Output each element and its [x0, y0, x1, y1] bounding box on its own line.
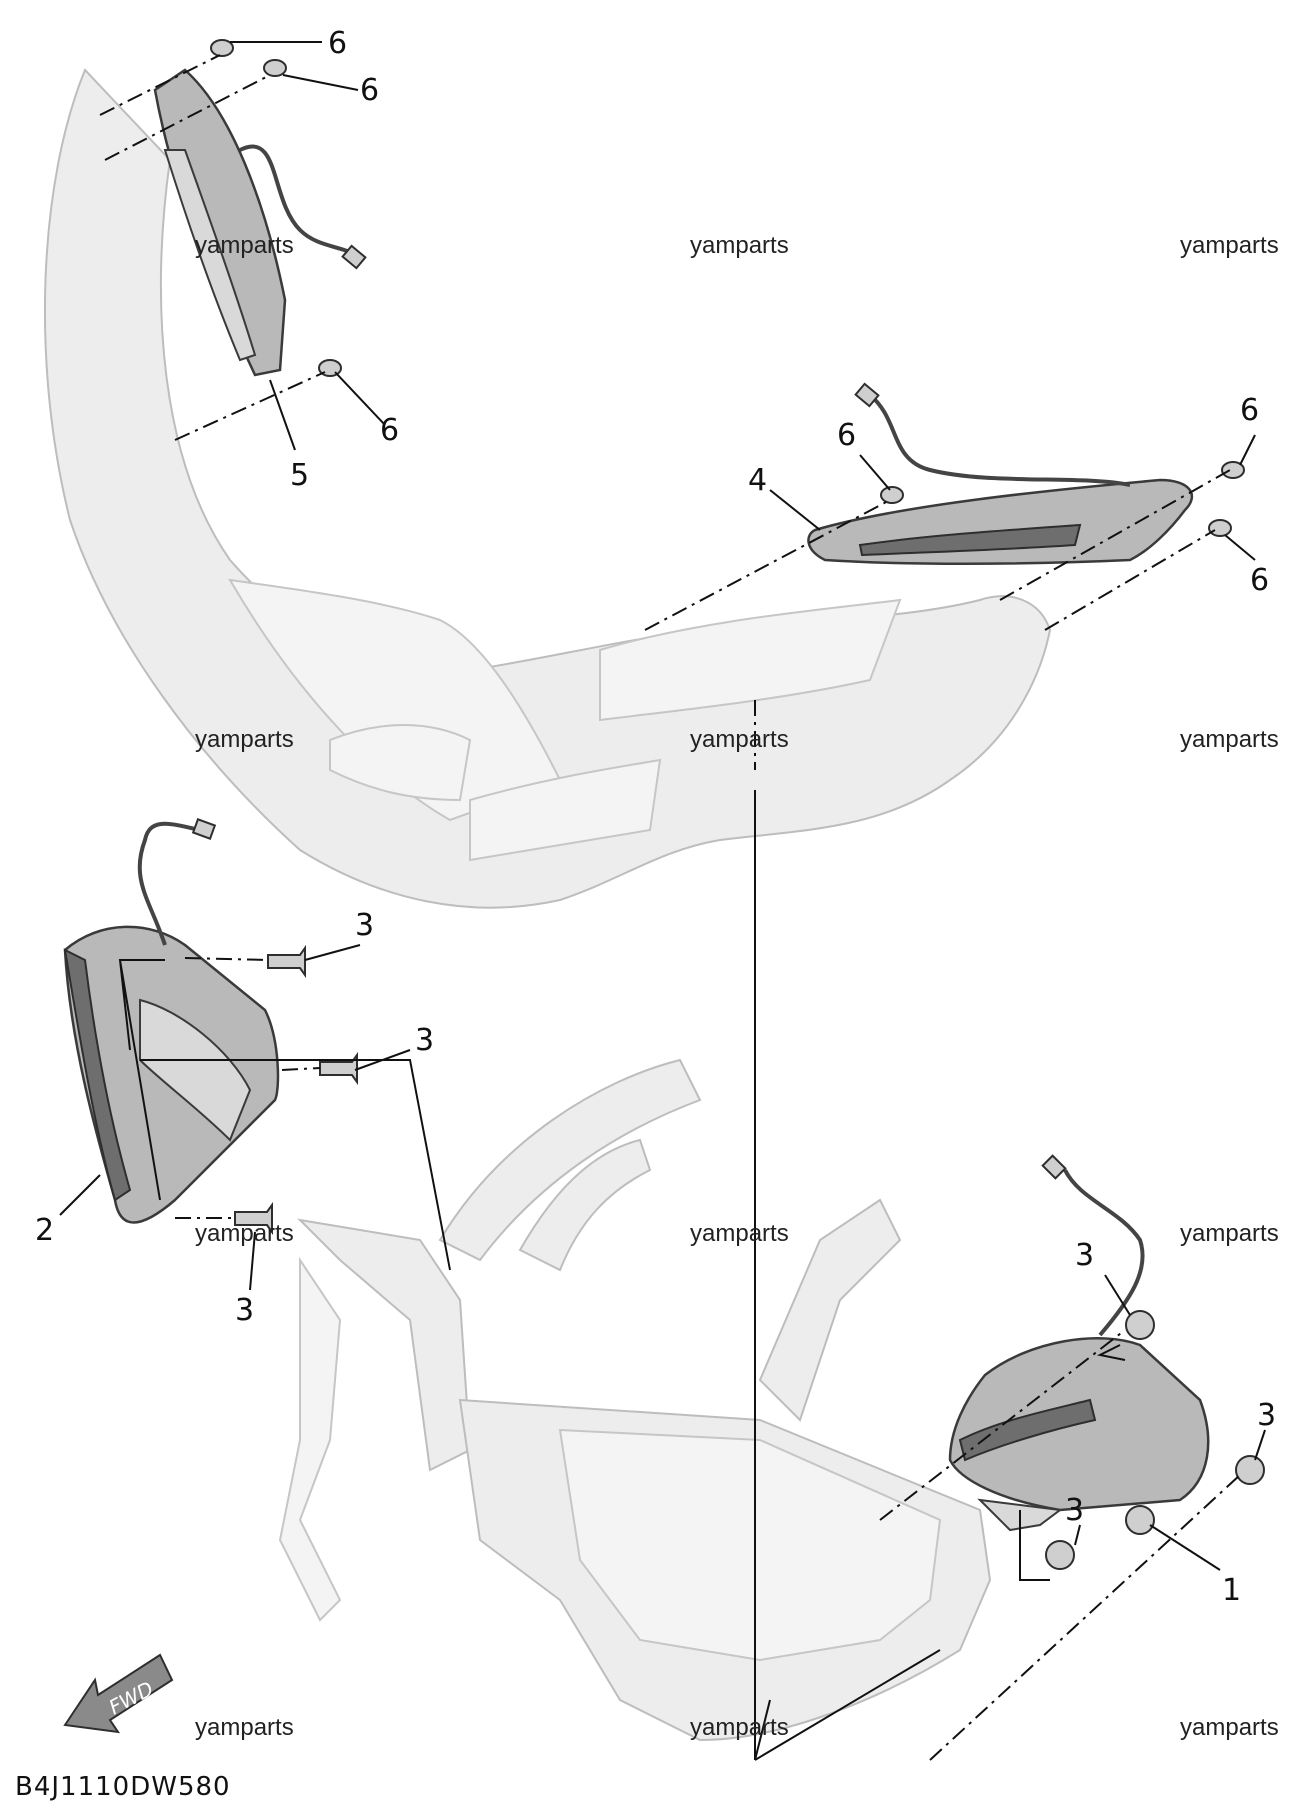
callout-3-c: 3 — [235, 1293, 254, 1328]
callout-3-a: 3 — [355, 908, 374, 943]
callout-6-d: 6 — [837, 418, 856, 453]
part-1-headlight — [948, 1154, 1210, 1532]
watermark: yamparts — [1180, 726, 1279, 753]
bolts — [210, 39, 1265, 1570]
watermark: yamparts — [690, 1220, 789, 1247]
leader-lines — [59, 41, 1266, 1761]
diagram-code: B4J1110DW580 — [15, 1772, 231, 1802]
callout-1: 1 — [1222, 1573, 1241, 1608]
callout-6-c: 6 — [380, 413, 399, 448]
watermark: yamparts — [1180, 232, 1279, 259]
callout-6-f: 6 — [1250, 563, 1269, 598]
callout-6-e: 6 — [1240, 393, 1259, 428]
watermark: yamparts — [195, 1714, 294, 1741]
part-4-lamp — [807, 382, 1194, 565]
callout-6-a: 6 — [328, 26, 347, 61]
callout-3-f: 3 — [1065, 1493, 1084, 1528]
callout-2: 2 — [35, 1213, 54, 1248]
watermark: yamparts — [1180, 1714, 1279, 1741]
callout-6-b: 6 — [360, 73, 379, 108]
frame-ghost — [278, 1058, 992, 1742]
fwd-arrow: FWD — [63, 1653, 174, 1734]
callout-3-d: 3 — [1075, 1238, 1094, 1273]
watermark: yamparts — [690, 1714, 789, 1741]
callout-labels: 6 6 6 5 6 4 6 6 3 3 2 3 3 3 3 1 — [35, 26, 1276, 1608]
watermark: yamparts — [195, 726, 294, 753]
watermark: yamparts — [1180, 1220, 1279, 1247]
dash-lines — [99, 54, 1241, 1761]
watermark: yamparts — [195, 232, 294, 259]
front-cowl-ghost — [43, 68, 1052, 909]
callout-4: 4 — [748, 463, 767, 498]
callout-3-e: 3 — [1257, 1398, 1276, 1433]
watermark: yamparts — [690, 726, 789, 753]
watermarks: yamparts yamparts yamparts yamparts yamp… — [195, 232, 1279, 1741]
watermark: yamparts — [690, 232, 789, 259]
part-5-lamp — [153, 68, 367, 377]
watermark: yamparts — [195, 1220, 294, 1247]
part-2-headlight — [63, 818, 280, 1224]
callout-5: 5 — [290, 458, 309, 493]
callout-3-b: 3 — [415, 1023, 434, 1058]
